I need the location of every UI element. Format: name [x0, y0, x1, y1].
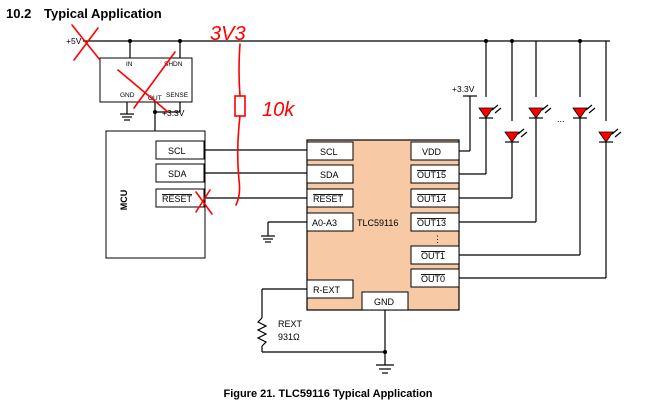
chip-pin-out0: OUT0 [421, 274, 445, 284]
led-ellipsis: ... [557, 114, 565, 124]
mcu-pin-reset: RESET [162, 194, 193, 204]
chip-pin-vdd: VDD [422, 147, 442, 157]
chip-pin-out13: OUT13 [417, 218, 446, 228]
reg-pin-out: OUT [148, 95, 162, 102]
reg-pin-gnd: GND [120, 92, 135, 99]
chip-pin-gnd: GND [374, 297, 395, 307]
mcu-pin-sda: SDA [168, 169, 187, 179]
mcu: MCU SCL SDA RESET [105, 130, 206, 259]
tlc59116-chip: SCL SDA RESET A0-A3 TLC59116 VDD OUT15 O… [306, 139, 460, 311]
handwritten-annotations [71, 24, 246, 215]
mcu-pin-scl: SCL [168, 146, 186, 156]
chip-pin-out15: OUT15 [417, 170, 446, 180]
chip-pin-out1: OUT1 [421, 251, 445, 261]
rext-value: 931Ω [278, 332, 300, 342]
rext-resistor [256, 288, 394, 374]
chip-vdots: ⋮ [433, 234, 442, 244]
chip-pin-sda: SDA [320, 170, 339, 180]
chip-pin-reset: RESET [313, 194, 344, 204]
label-3v3-mcu: +3.3V [162, 108, 185, 118]
led-out1 [572, 104, 596, 119]
vdd-supply [459, 95, 477, 152]
chip-name: TLC59116 [357, 218, 398, 228]
led-out15 [478, 104, 502, 119]
reg-pin-sense: SENSE [166, 92, 189, 99]
led-out0 [598, 128, 622, 143]
section-number: 10.2 [6, 6, 31, 21]
handwritten-3v3: 3V3 [210, 23, 246, 45]
handwritten-10k: 10k [262, 99, 295, 121]
led-output-wires [459, 118, 607, 279]
section-title: Typical Application [44, 6, 162, 21]
led-out13 [528, 104, 552, 119]
reg-pin-in: IN [126, 61, 133, 68]
chip-pin-scl: SCL [320, 147, 338, 157]
label-3v3-vdd: +3.3V [452, 84, 475, 94]
figure-caption: Figure 21. TLC59116 Typical Application [223, 388, 432, 400]
regulator: IN SHDN GND OUT SENSE [99, 57, 193, 131]
chip-pin-rext: R-EXT [313, 285, 341, 295]
mcu-label: MCU [119, 190, 129, 211]
led-out14 [504, 128, 528, 143]
rext-label: REXT [278, 319, 303, 329]
label-5v: +5V [66, 36, 82, 46]
signal-wires [204, 149, 307, 243]
chip-pin-a0a3: A0-A3 [312, 218, 337, 228]
supply-5v-rail [83, 39, 610, 121]
chip-pin-out14: OUT14 [417, 194, 446, 204]
reg-pin-shdn: SHDN [164, 61, 183, 68]
